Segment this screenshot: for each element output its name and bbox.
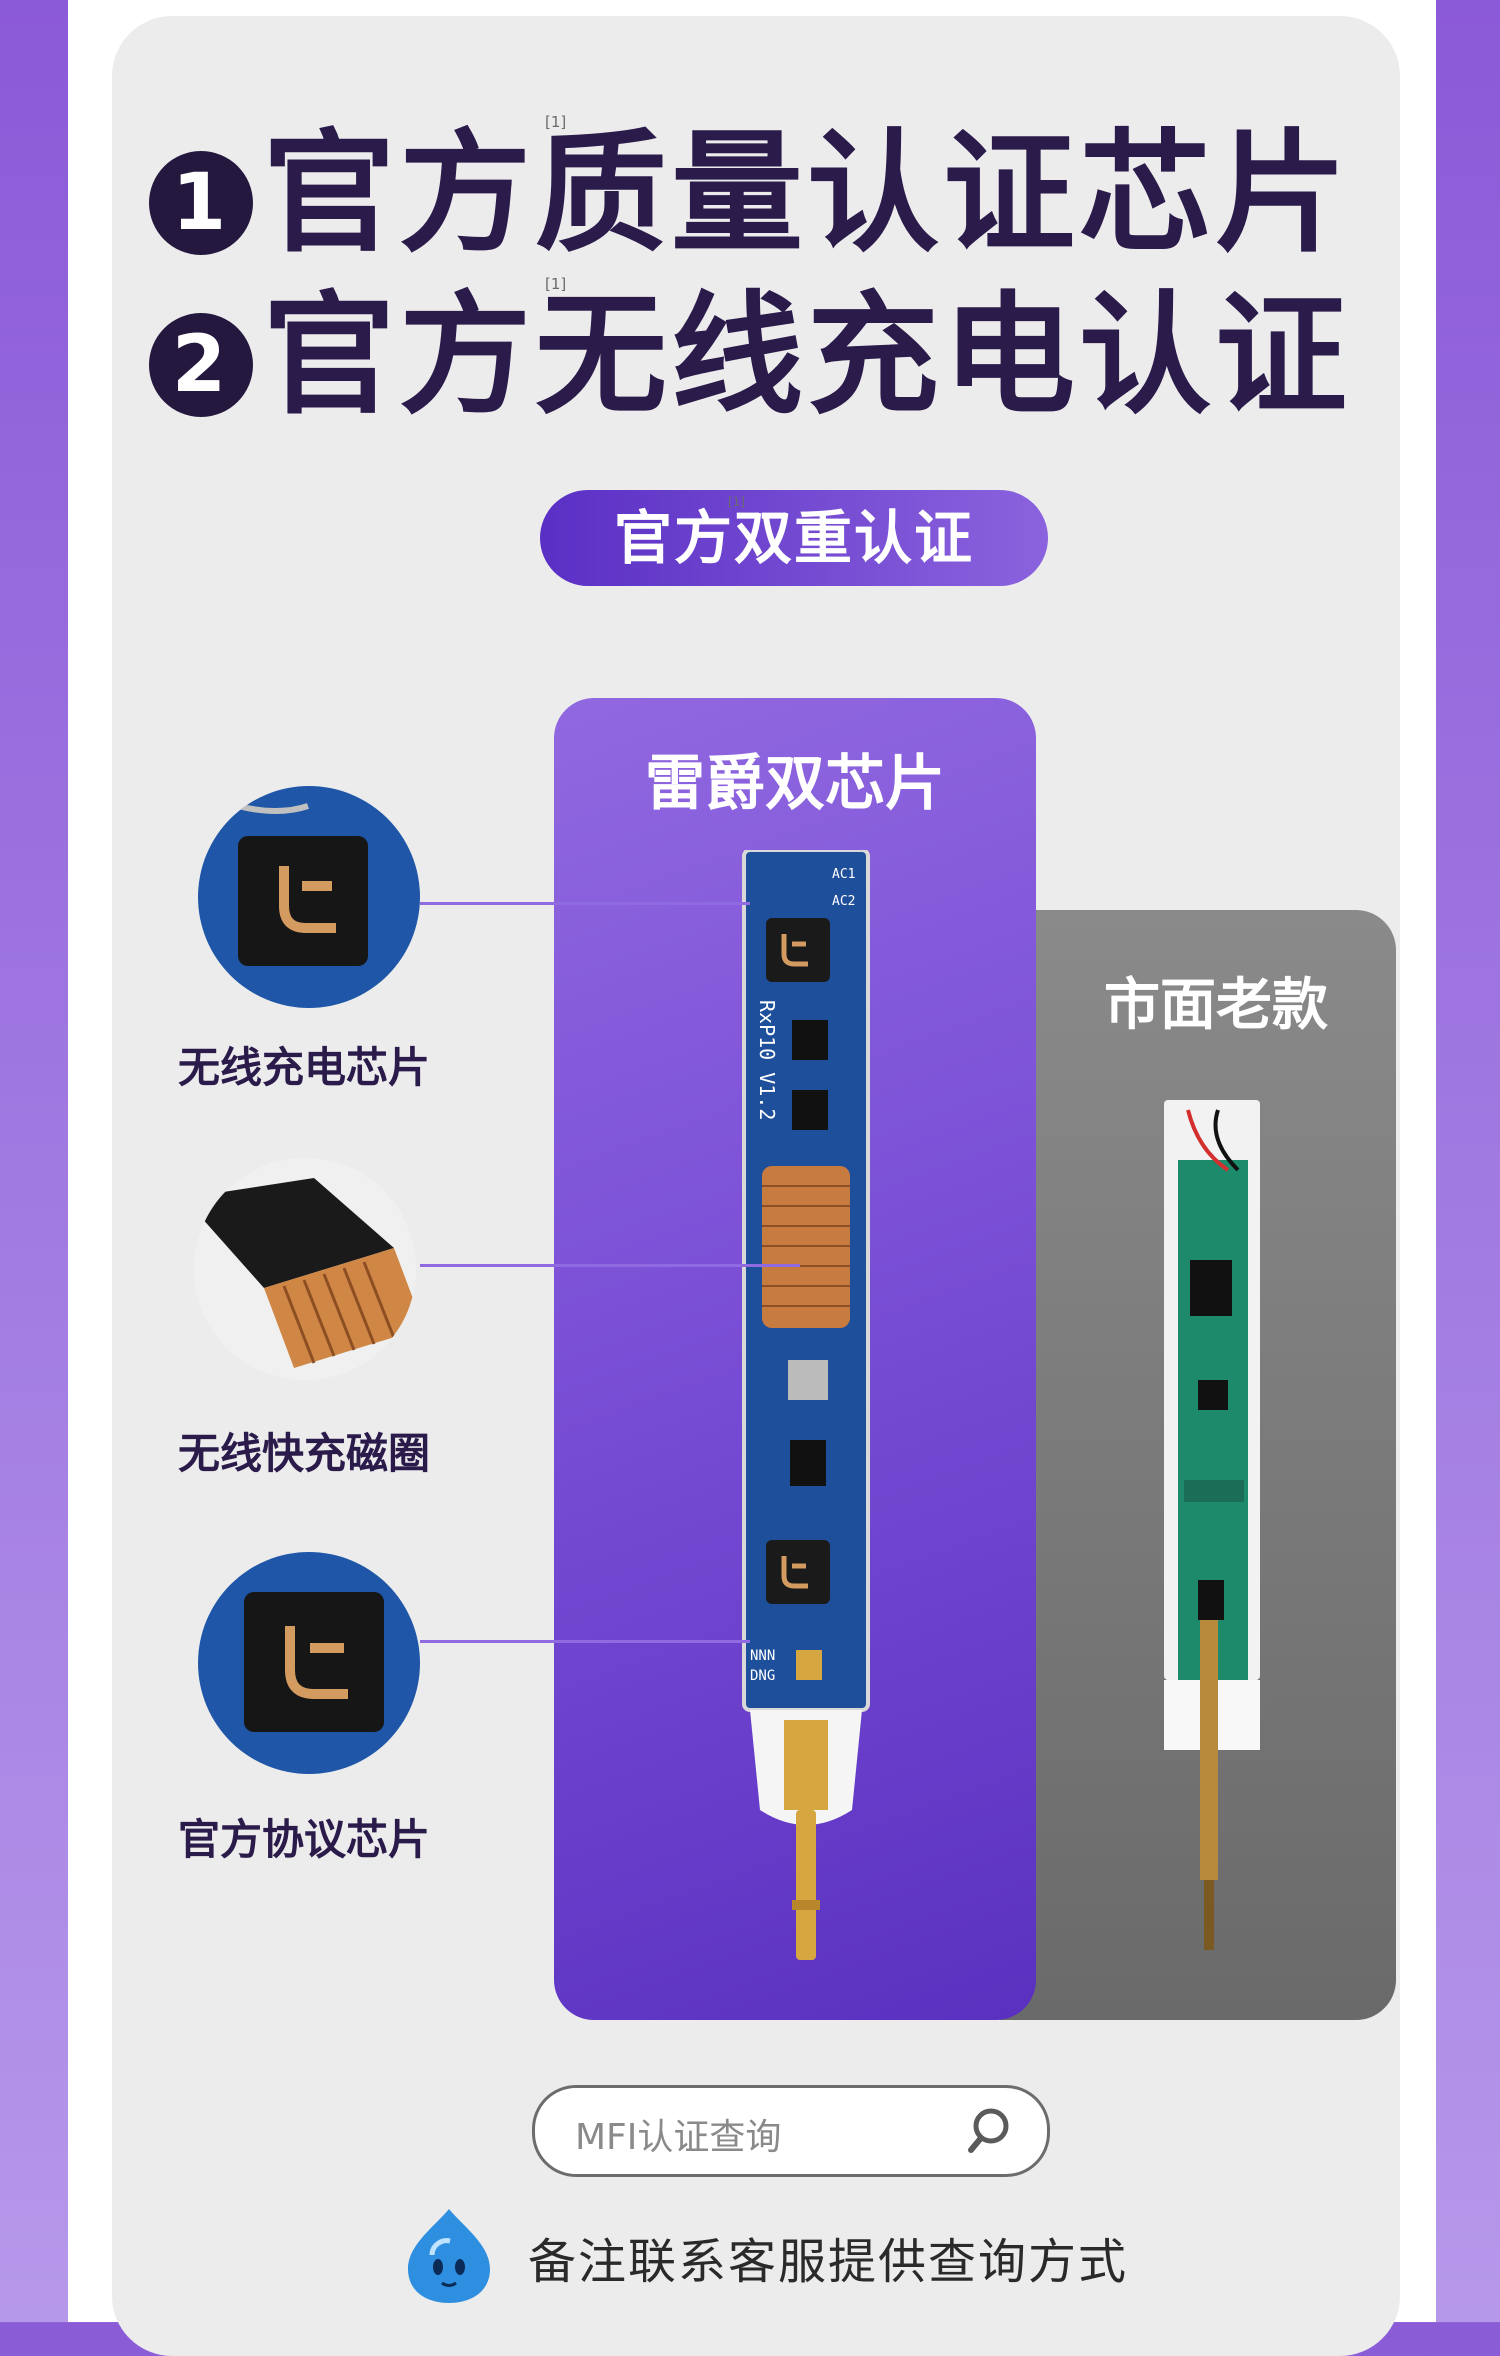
our-product-title: 雷爵双芯片 xyxy=(645,749,945,819)
number-badge-1: 1 xyxy=(149,151,253,255)
connector-line-3 xyxy=(420,1640,750,1643)
board-label-ac1: AC1 xyxy=(832,867,855,882)
footnote-mark: [1] xyxy=(728,495,745,509)
left-purple-border xyxy=(0,0,68,2322)
board-label-ac2: AC2 xyxy=(832,894,855,909)
coil-icon xyxy=(194,1158,416,1380)
chip-icon xyxy=(198,786,420,1008)
mfi-search-input[interactable]: MFI认证查询 xyxy=(532,2085,1050,2177)
number-badge-2: 2 xyxy=(149,313,253,417)
feature-label-wireless-chip: 无线充电芯片 xyxy=(178,1043,431,1092)
old-product-title: 市面老款 xyxy=(1104,973,1328,1038)
footnote-mark: [1] xyxy=(545,113,567,131)
badge-label: 官方双重认证 xyxy=(613,504,974,572)
feature-label-coil: 无线快充磁圈 xyxy=(178,1429,431,1478)
search-icon[interactable] xyxy=(965,2104,1017,2156)
headline-line-2-text: 官方无线充电认证 xyxy=(263,279,1351,433)
dual-chip-board-image: AC1 AC2 RxP10 V1.2 NNN DNG xyxy=(742,850,870,1960)
board-label-dng: DNG xyxy=(750,1668,775,1684)
chip-icon xyxy=(198,1552,420,1774)
wireless-coil-photo xyxy=(194,1158,416,1380)
water-drop-mascot-icon xyxy=(408,2209,490,2303)
dual-certification-badge: 官方双重认证 xyxy=(540,490,1048,586)
headline-line-1-text: 官方质量认证芯片 xyxy=(263,117,1351,271)
protocol-chip-photo xyxy=(198,1552,420,1774)
wireless-charging-chip-photo xyxy=(198,786,420,1008)
footnote-mark: [1] xyxy=(545,275,567,293)
board-label-nnn: NNN xyxy=(750,1648,775,1664)
right-purple-border xyxy=(1432,0,1500,2322)
board-model-label: RxP10 V1.2 xyxy=(755,1000,779,1120)
connector-line-2 xyxy=(420,1264,800,1267)
feature-label-protocol-chip: 官方协议芯片 xyxy=(178,1815,431,1864)
contact-note: 备注联系客服提供查询方式 xyxy=(528,2234,1129,2290)
connector-line-1 xyxy=(420,902,750,905)
search-placeholder: MFI认证查询 xyxy=(575,2117,782,2158)
old-board-image xyxy=(1164,1100,1260,1950)
